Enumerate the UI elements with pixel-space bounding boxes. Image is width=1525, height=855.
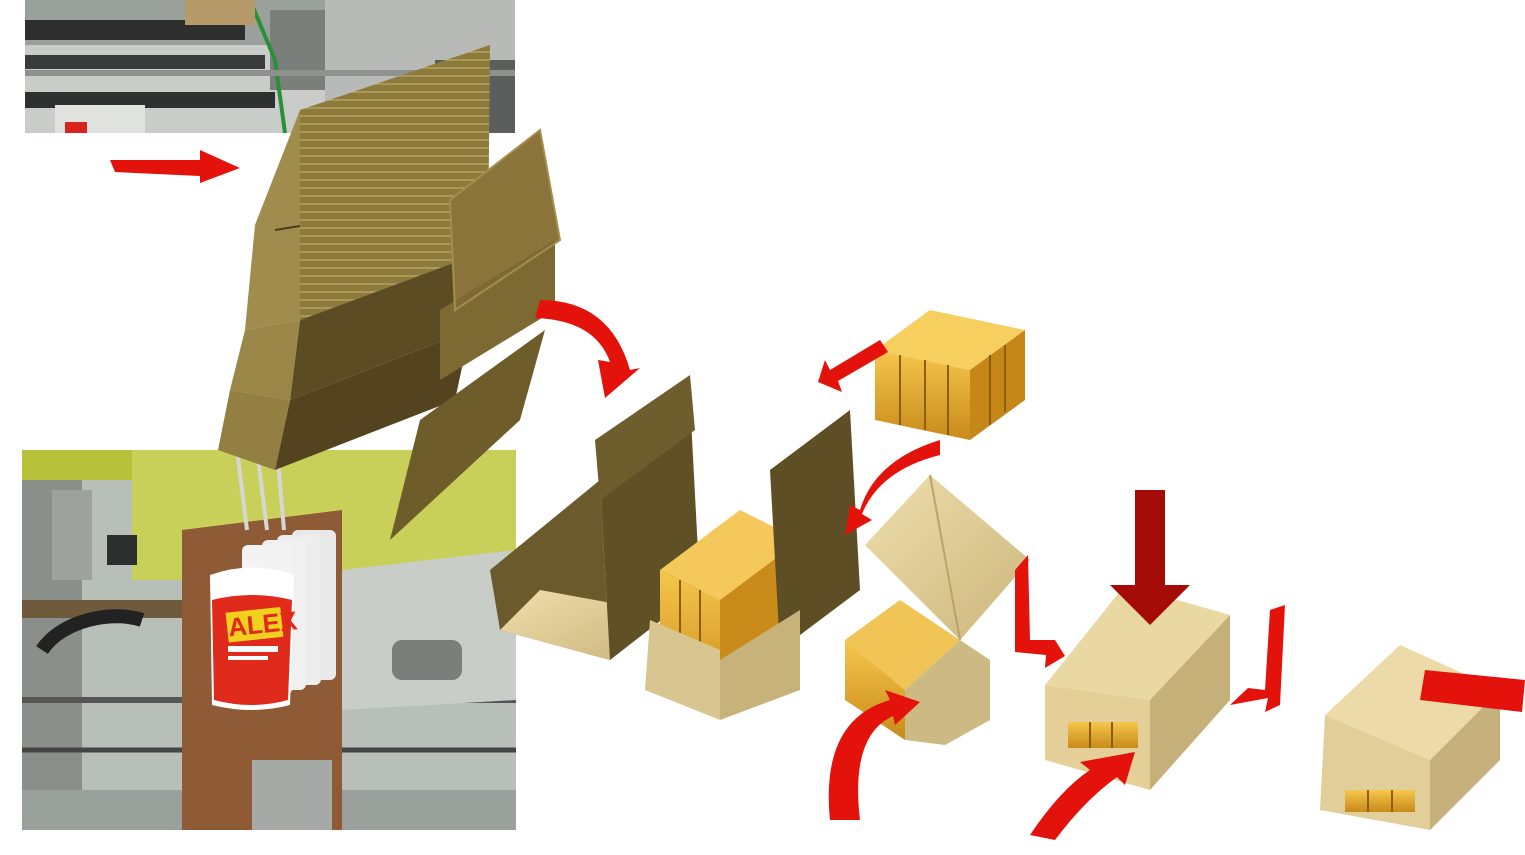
arrow-lid-press xyxy=(1015,555,1065,668)
arrow-feed-right xyxy=(110,150,240,183)
arrow-curve-up xyxy=(829,690,920,820)
arrow-curve-blank-to-tray xyxy=(535,300,640,398)
finished-case xyxy=(1320,645,1500,830)
arrow-side-press xyxy=(1230,605,1285,712)
lid-folding-case xyxy=(845,475,1030,745)
glued-case xyxy=(1045,585,1230,790)
product-group-top xyxy=(875,310,1025,440)
